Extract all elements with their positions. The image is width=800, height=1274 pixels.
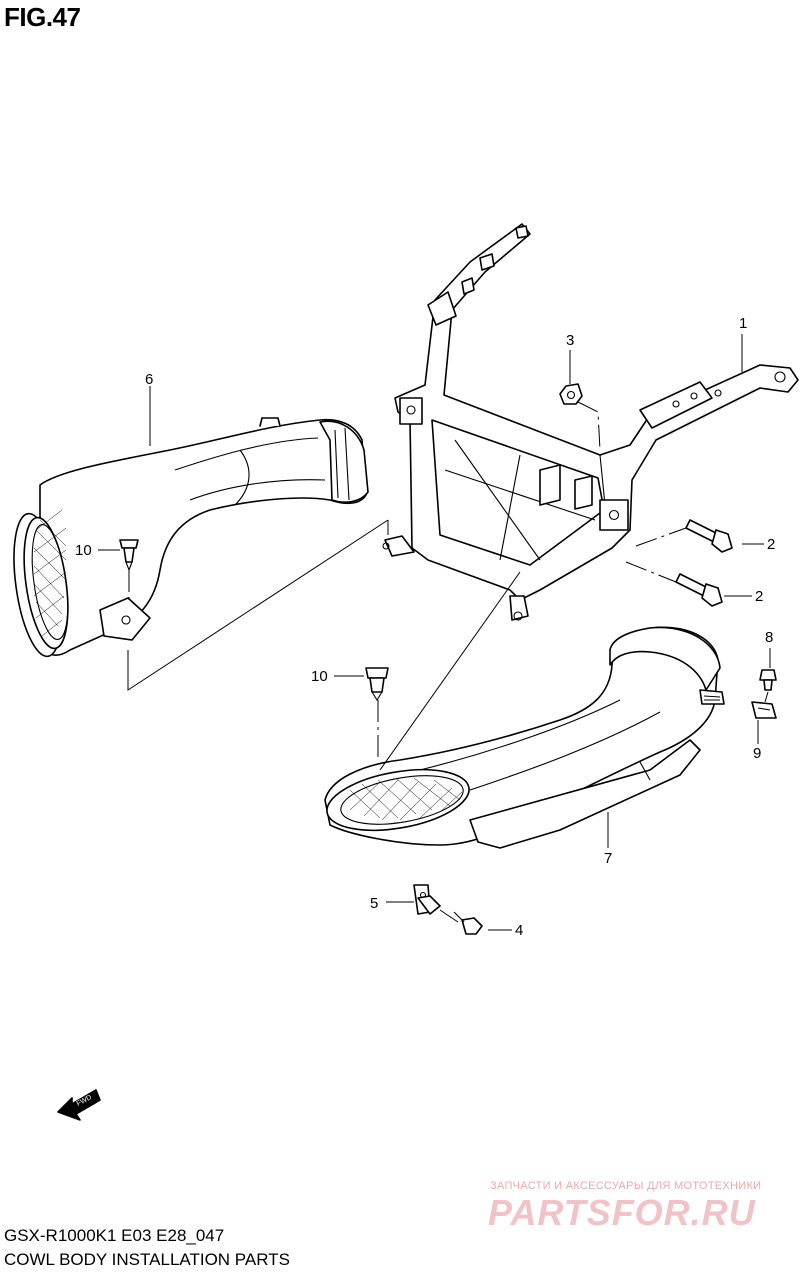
callout-2-upper: 2 [767,536,775,553]
bracket-part-5[interactable] [413,884,441,915]
model-code: GSX-R1000K1 E03 E28_047 [4,1226,225,1245]
callout-6: 6 [145,371,153,388]
callout-8: 8 [765,629,773,646]
callout-4: 4 [515,922,523,939]
callout-2-lower: 2 [755,588,763,605]
section-title: COWL BODY INSTALLATION PARTS [4,1250,290,1269]
right-duct-mesh [349,777,463,821]
cowl-bracket-frame[interactable] [382,223,799,621]
clip-part-10-lower[interactable] [365,667,389,702]
figure-title: FIG.47 [4,2,81,32]
callout-10-upper: 10 [75,542,92,559]
callout-leaders [98,334,771,931]
fwd-arrow-icon: FWD [57,1089,101,1121]
screw-part-4[interactable] [453,911,483,935]
right-air-duct[interactable] [322,626,725,849]
nut-part-3[interactable] [559,383,583,405]
left-duct-mesh [33,509,67,637]
watermark-brand: PARTSFOR.RU [488,1192,756,1233]
bolt-part-2-upper[interactable] [685,519,733,553]
nut-clip-part-9[interactable] [751,701,777,719]
bolt-part-2-lower[interactable] [675,573,723,607]
assembly-lines [127,401,769,923]
callout-5: 5 [370,895,378,912]
screw-part-8[interactable] [759,669,777,691]
callout-10-lower: 10 [311,668,328,685]
callout-9: 9 [753,745,761,762]
callout-1: 1 [739,315,747,332]
callout-3: 3 [566,332,574,349]
left-air-duct[interactable] [6,417,369,659]
callout-7: 7 [604,850,612,867]
watermark-tagline: ЗАПЧАСТИ И АКСЕССУАРЫ ДЛЯ МОТОТЕХНИКИ [490,1180,762,1192]
